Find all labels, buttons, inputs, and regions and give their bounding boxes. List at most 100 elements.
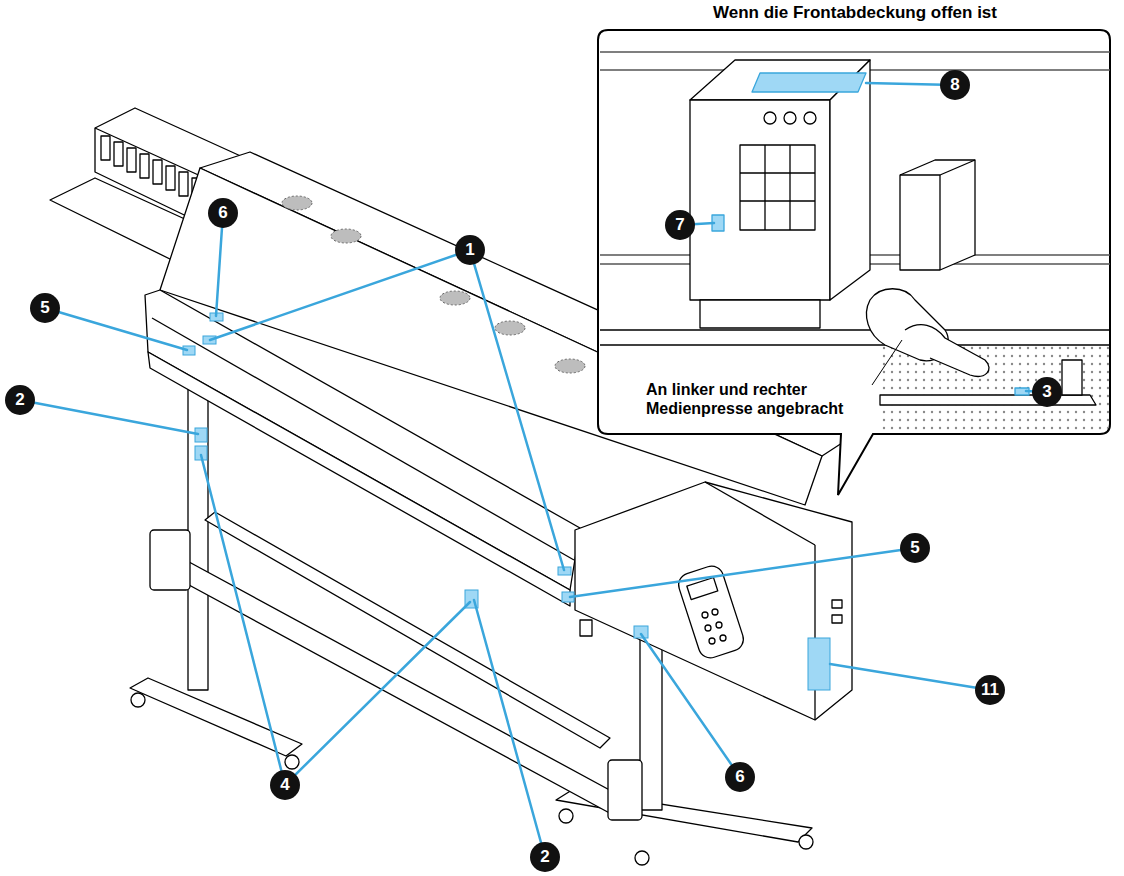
leader-line xyxy=(470,250,564,570)
side-unit-edge xyxy=(814,545,815,720)
vent-grille xyxy=(440,291,470,305)
callout-number: 1 xyxy=(455,235,485,265)
ink-slot xyxy=(140,154,149,178)
carriage-knob xyxy=(764,112,776,124)
panel-button xyxy=(709,638,715,644)
roll-end xyxy=(165,553,177,575)
panel-button xyxy=(702,612,708,618)
ink-station-edge xyxy=(95,128,205,178)
bubble-outline-path xyxy=(598,30,1110,495)
panel-button xyxy=(716,622,722,628)
cartridge-edge xyxy=(939,175,940,270)
ink-tray xyxy=(50,178,222,262)
cartridge-box xyxy=(900,160,975,270)
operation-panel xyxy=(676,563,747,661)
rail xyxy=(600,263,1110,264)
ink-station-edge xyxy=(204,178,205,225)
connector-port xyxy=(832,600,842,608)
warning-sticker xyxy=(195,446,207,460)
leader-line xyxy=(20,400,198,434)
stand-leg xyxy=(640,600,662,810)
ink-slot xyxy=(192,178,201,202)
ink-slot xyxy=(101,136,110,160)
leader-line xyxy=(474,600,545,857)
caster-wheel xyxy=(285,755,299,769)
front-cover-edge xyxy=(152,318,574,560)
callout-number: 4 xyxy=(270,770,300,800)
rail xyxy=(600,69,1110,70)
inset-illustration xyxy=(600,52,1110,432)
ink-slot xyxy=(166,166,175,190)
rail xyxy=(600,51,1110,52)
platen-edge xyxy=(600,344,1110,345)
warning-sticker xyxy=(203,336,216,344)
callout-number: 8 xyxy=(940,70,970,100)
rail xyxy=(600,254,1110,255)
cartridge-edge xyxy=(900,174,940,175)
carriage-front xyxy=(690,100,830,300)
warning-sticker xyxy=(808,638,830,690)
leader-lines xyxy=(20,83,1047,857)
panel-button xyxy=(720,635,726,641)
roll-holder xyxy=(150,530,190,590)
carriage-knob xyxy=(804,112,816,124)
side-unit xyxy=(575,482,852,720)
callout-number: 6 xyxy=(725,762,755,792)
stand-foot xyxy=(130,678,302,756)
grid-line xyxy=(789,145,790,230)
stand-leg xyxy=(188,360,208,690)
take-up-roll xyxy=(165,556,628,816)
carriage-top xyxy=(690,60,870,100)
caster-wheel xyxy=(635,851,649,865)
connector-port xyxy=(832,615,842,623)
warning-sticker xyxy=(752,73,866,92)
ink-slot xyxy=(114,142,123,166)
panel-button xyxy=(705,625,711,631)
leader-line xyxy=(830,664,990,690)
platen-edge xyxy=(600,329,1110,330)
vent-grille xyxy=(495,321,525,335)
vent-grille xyxy=(555,359,585,373)
warning-sticker xyxy=(210,313,223,321)
warning-sticker xyxy=(558,567,571,575)
callout-number: 5 xyxy=(30,293,60,323)
callout-number: 3 xyxy=(1032,377,1062,407)
bubble-outline xyxy=(598,0,1112,500)
warning-sticker xyxy=(562,592,574,602)
platen-holes xyxy=(880,345,1110,432)
callout-number: 7 xyxy=(665,210,695,240)
media-press xyxy=(880,395,1096,405)
side-unit-edge xyxy=(705,482,815,545)
leader-line xyxy=(201,455,285,785)
callout-heading: Wenn die Frontabdeckung offen ist xyxy=(598,3,1112,23)
warning-sticker xyxy=(183,346,195,355)
stand-foot xyxy=(556,790,812,842)
callout-number: 2 xyxy=(530,842,560,872)
ink-slot xyxy=(153,160,162,184)
tension-bar xyxy=(205,512,610,748)
callout-note: An linker und rechter Medienpresse angeb… xyxy=(646,380,886,418)
caster-wheel xyxy=(131,693,145,707)
switch xyxy=(580,620,592,636)
callout-number: 5 xyxy=(900,533,930,563)
grid-line xyxy=(764,145,765,230)
callout-number: 11 xyxy=(975,675,1005,705)
ink-slot xyxy=(127,148,136,172)
press-bracket xyxy=(1062,360,1082,395)
grid-line xyxy=(740,200,815,201)
vent-grille xyxy=(282,196,312,210)
grid-line xyxy=(740,172,815,173)
warning-sticker xyxy=(465,590,478,608)
leader-line xyxy=(680,223,714,225)
caster-wheel xyxy=(799,835,813,849)
carriage-base xyxy=(700,300,820,328)
leader-line xyxy=(210,250,470,340)
roll-holder xyxy=(608,760,642,820)
ink-slot xyxy=(179,172,188,196)
leader-line xyxy=(866,83,955,85)
ink-station xyxy=(95,108,245,225)
leader-line xyxy=(570,548,915,597)
